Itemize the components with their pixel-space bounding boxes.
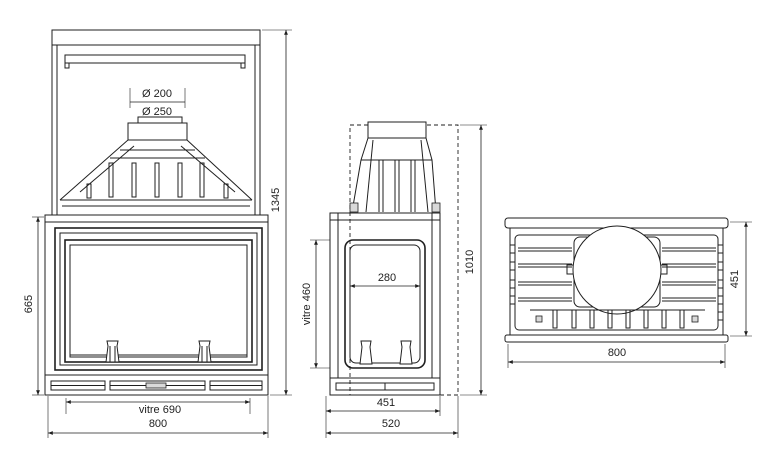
front-smoke-hood xyxy=(59,139,253,207)
top-depth-label: 451 xyxy=(729,270,741,288)
side-body xyxy=(329,212,441,396)
side-total-height-label: 1010 xyxy=(464,250,476,274)
side-glass-height-label: vitre 460 xyxy=(301,283,313,325)
front-flue-collar xyxy=(127,116,188,141)
front-left-andiron xyxy=(105,340,120,363)
flue-diameter-inner-label: Ø 200 xyxy=(142,88,172,100)
flue-diameter-dimension: Ø 200 Ø 250 xyxy=(129,88,186,118)
side-smoke-hood xyxy=(349,137,441,213)
side-glass-height-dimension: vitre 460 xyxy=(301,239,330,369)
side-right-andiron xyxy=(399,340,413,365)
front-glass-width-label: vitre 690 xyxy=(139,404,181,416)
top-width-label: 800 xyxy=(608,347,626,359)
front-body-height-label: 665 xyxy=(23,295,35,313)
side-view: 280 vitre 460 1010 451 520 xyxy=(301,121,487,438)
front-width-dimension: 800 xyxy=(47,396,269,438)
front-hood-frame xyxy=(51,29,261,215)
flue-diameter-outer-label: Ø 250 xyxy=(142,106,172,118)
side-total-depth-label: 520 xyxy=(382,418,400,430)
top-depth-dimension: 451 xyxy=(729,221,752,337)
side-total-depth-dimension: 520 xyxy=(326,396,459,438)
top-body xyxy=(504,217,729,343)
front-total-height-dimension: 1345 xyxy=(262,29,292,396)
front-glass-width-dimension: vitre 690 xyxy=(65,398,251,416)
top-width-dimension: 800 xyxy=(507,344,726,368)
side-glass-width-dimension: 280 xyxy=(350,272,420,288)
side-left-andiron xyxy=(359,340,373,365)
top-rails xyxy=(509,244,724,321)
top-view: 451 800 xyxy=(504,217,752,368)
front-width-label: 800 xyxy=(149,418,167,430)
front-right-andiron xyxy=(197,340,212,363)
front-body-height-dimension: 665 xyxy=(23,216,44,396)
front-bottom-grille xyxy=(50,380,263,391)
side-body-depth-dimension: 451 xyxy=(325,396,441,438)
side-body-depth-label: 451 xyxy=(377,397,395,409)
front-total-height-label: 1345 xyxy=(270,188,282,212)
front-body xyxy=(44,214,269,396)
side-glass-width-label: 280 xyxy=(378,272,396,284)
front-view: Ø 200 Ø 250 xyxy=(23,29,292,438)
side-total-height-dimension: 1010 xyxy=(460,124,487,396)
top-flue-collar xyxy=(566,225,668,315)
top-bottom-slats xyxy=(530,309,705,329)
side-flue-collar xyxy=(367,121,427,139)
